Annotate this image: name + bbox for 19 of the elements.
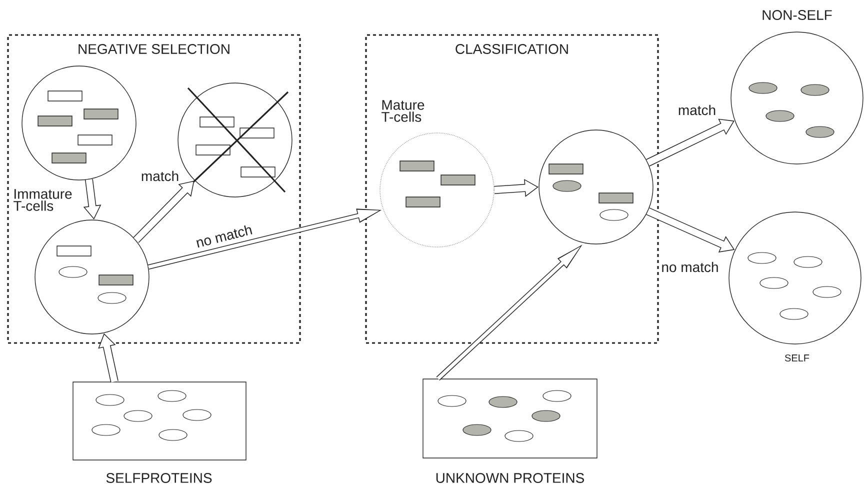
cell-label: NON-SELF <box>762 10 832 20</box>
edge-label: no match <box>660 260 720 274</box>
cell-circle <box>728 212 862 344</box>
cell-label: SELFPROTEINS <box>106 473 212 483</box>
cell-circle <box>380 132 494 248</box>
cell-circle <box>22 66 136 180</box>
cell-label: SELF <box>784 354 810 362</box>
cell-label: UNKNOWN PROTEINS <box>436 473 584 483</box>
cell-circle <box>538 130 654 244</box>
cell-label: Mature T-cells <box>382 100 424 122</box>
cell-label: Immature T-cells <box>14 189 72 211</box>
edge-label: match <box>676 104 718 116</box>
edge-label: match <box>140 170 180 182</box>
cell-circle <box>34 220 150 334</box>
protein-box <box>422 378 598 458</box>
protein-box <box>72 382 246 460</box>
cell-circle <box>730 32 864 164</box>
cell-circle <box>178 82 292 198</box>
edge-label: no match <box>194 222 254 250</box>
